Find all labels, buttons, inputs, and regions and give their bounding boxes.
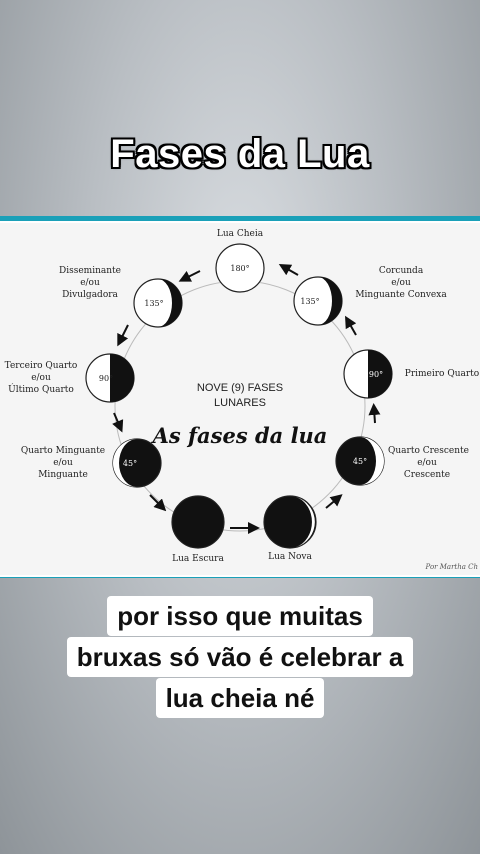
caption-line-1: por isso que muitas <box>107 596 373 636</box>
angle-primeiro-quarto: 90° <box>369 370 383 379</box>
label-corcunda: Corcunda e/ou Minguante Convexa <box>355 266 447 300</box>
arrow-8 <box>117 324 129 347</box>
arrow-6 <box>149 494 167 512</box>
label-lua-nova: Lua Nova <box>268 552 312 562</box>
angle-lua-cheia: 180° <box>230 264 249 273</box>
moon-corcunda <box>293 276 343 326</box>
moon-disseminante <box>133 278 183 328</box>
moon-lua-escura <box>171 495 225 549</box>
angle-disseminante: 135° <box>144 299 163 308</box>
center-title: NOVE (9) FASES LUNARES <box>196 382 284 409</box>
arrow-4 <box>325 494 343 509</box>
label-primeiro-quarto: Primeiro Quarto <box>404 369 480 379</box>
moon-quarto-crescente <box>335 436 385 486</box>
label-lua-cheia: Lua Cheia <box>216 229 264 239</box>
moon-lua-nova <box>263 495 317 549</box>
label-disseminante: Disseminante e/ou Divulgadora <box>59 266 121 300</box>
caption-line-3: lua cheia né <box>155 678 325 718</box>
script-title: As fases da lua <box>152 423 328 448</box>
label-quarto-minguante: Quarto Minguante e/ou Minguante <box>20 446 106 480</box>
moon-lua-cheia <box>215 243 265 293</box>
angle-quarto-crescente: 45° <box>353 457 367 466</box>
diagram-canvas: 180° 135° 90° 45° 45° 90° 135° <box>0 221 480 577</box>
caption-line-2: bruxas só vão é celebrar a <box>66 637 414 677</box>
moon-quarto-minguante <box>112 438 162 488</box>
label-quarto-crescente: Quarto Crescente e/ou Crescente <box>388 446 469 480</box>
label-terceiro-quarto: Terceiro Quarto e/ou Último Quarto <box>4 361 78 395</box>
angle-quarto-minguante: 45° <box>123 459 137 468</box>
caption: por isso que muitas bruxas só vão é cele… <box>0 596 480 719</box>
diagram-svg: 180° 135° 90° 45° 45° 90° 135° <box>85 243 393 549</box>
arrow-2 <box>345 315 357 336</box>
author-signature: Por Martha Ch <box>425 563 478 571</box>
arrow-3 <box>368 403 381 424</box>
arrow-1 <box>278 264 299 276</box>
arrow-7 <box>112 412 124 433</box>
arrow-9 <box>178 270 201 282</box>
video-title: Fases da Lua <box>110 132 370 176</box>
angle-corcunda: 135° <box>300 297 319 306</box>
moon-phases-diagram: 180° 135° 90° 45° 45° 90° 135° <box>0 216 480 578</box>
moon-terceiro-quarto <box>85 353 135 403</box>
angle-terceiro-quarto: 90° <box>99 374 113 383</box>
label-lua-escura: Lua Escura <box>172 554 224 564</box>
moon-primeiro-quarto <box>343 349 393 399</box>
